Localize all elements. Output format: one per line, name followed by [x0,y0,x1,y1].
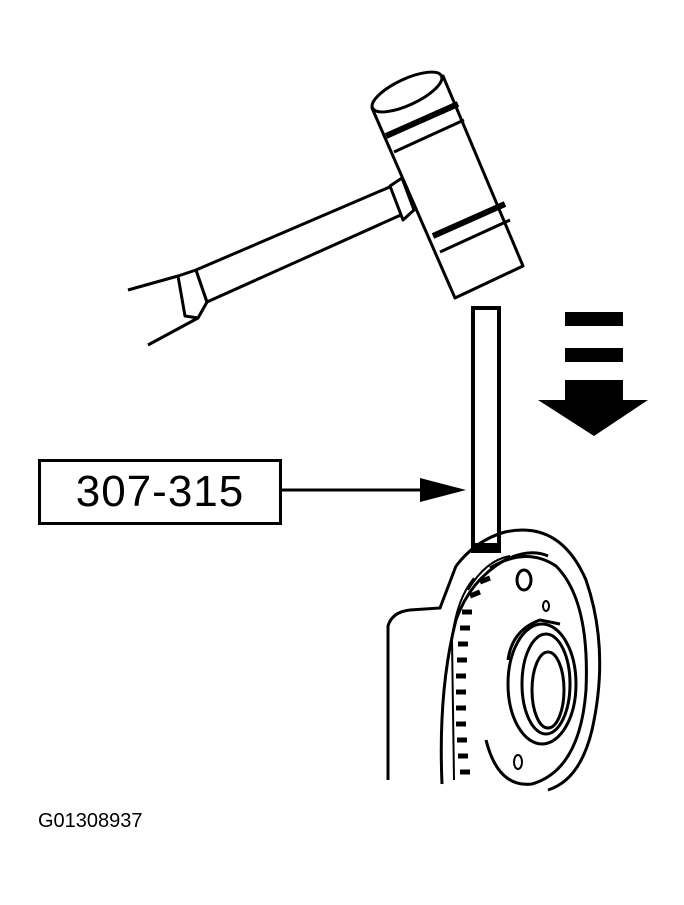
tool-number-text: 307-315 [75,467,245,516]
pointer-arrow [282,478,466,502]
drift-rod [471,306,501,553]
figure-id: G01308937 [38,810,143,832]
tool-number-label: 307-315 [38,459,282,525]
down-arrow-icon [538,312,648,436]
hammer-icon [127,70,525,347]
gear-assembly [386,528,602,792]
